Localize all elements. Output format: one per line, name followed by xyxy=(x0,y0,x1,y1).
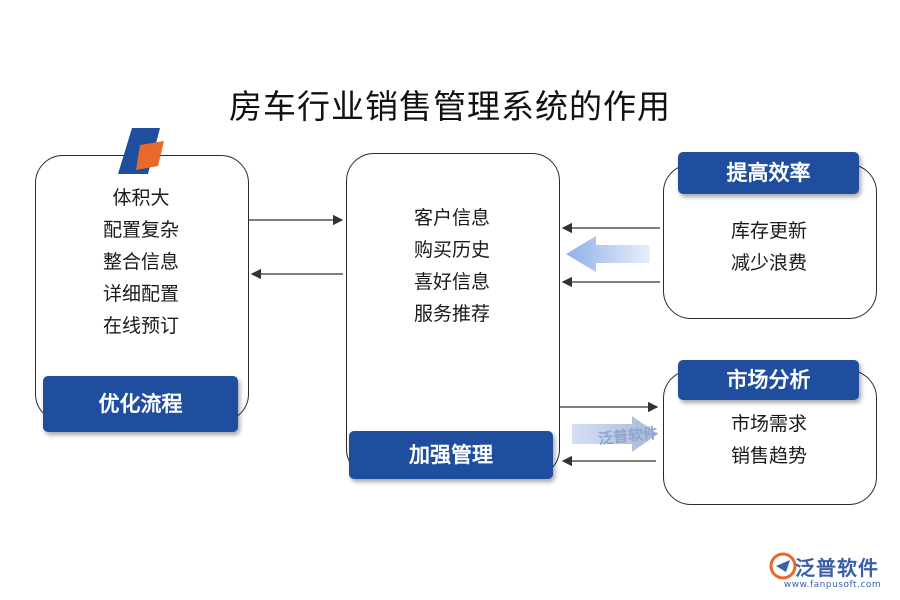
optimize-process-button[interactable]: 优化流程 xyxy=(43,376,238,432)
logo-icon xyxy=(118,128,164,174)
center-item: 服务推荐 xyxy=(413,303,490,325)
strengthen-management-button[interactable]: 加强管理 xyxy=(349,431,553,479)
left-item: 详细配置 xyxy=(102,283,179,305)
left-item: 配置复杂 xyxy=(102,219,179,241)
center-item: 客户信息 xyxy=(413,207,490,229)
market-analysis-header: 市场分析 xyxy=(678,360,859,400)
brand-logo-icon xyxy=(769,552,797,580)
center-item: 喜好信息 xyxy=(413,271,490,293)
left-item: 体积大 xyxy=(112,187,170,209)
center-item-list: 客户信息 购买历史 喜好信息 服务推荐 xyxy=(346,202,558,330)
page-title: 房车行业销售管理系统的作用 xyxy=(229,87,671,126)
right-bottom-item: 销售趋势 xyxy=(730,445,807,467)
right-bottom-item-list: 市场需求 销售趋势 xyxy=(663,408,875,472)
left-item: 整合信息 xyxy=(102,251,179,273)
brand-url: www.fanpusoft.com xyxy=(783,580,882,590)
center-panel xyxy=(346,153,560,477)
left-item-list: 体积大 配置复杂 整合信息 详细配置 在线预订 xyxy=(35,182,247,342)
center-item: 购买历史 xyxy=(413,239,490,261)
left-item: 在线预订 xyxy=(102,315,179,337)
brand-name: 泛普软件 xyxy=(795,556,879,580)
right-bottom-item: 市场需求 xyxy=(730,413,807,435)
efficiency-header: 提高效率 xyxy=(678,152,859,194)
right-top-item: 减少浪费 xyxy=(730,252,807,274)
right-top-item-list: 库存更新 减少浪费 xyxy=(663,215,875,279)
big-right-arrow-icon xyxy=(572,416,658,452)
right-top-item: 库存更新 xyxy=(730,220,807,242)
big-left-arrow-icon xyxy=(566,236,650,272)
